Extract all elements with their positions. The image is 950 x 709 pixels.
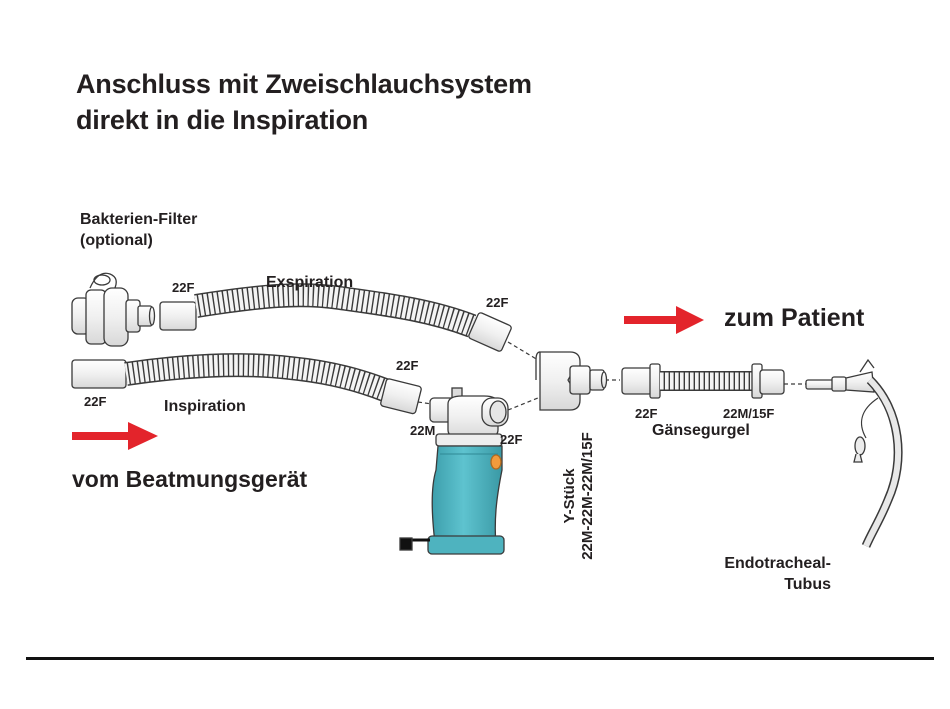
inspiration-22f-right: 22F	[396, 358, 418, 373]
tubus-label: Endotracheal- Tubus	[707, 553, 831, 595]
gaensegurgel-label: Gänsegurgel	[652, 422, 750, 440]
vom-beatmungsgeraet-label: vom Beatmungsgerät	[72, 466, 307, 493]
bacterial-filter	[72, 273, 155, 346]
y-piece-label: Y-Stück 22M-22M-22M/15F	[561, 416, 597, 576]
arrow-zum-patient-icon	[624, 306, 704, 334]
tubus-label-line-1: Endotracheal-	[707, 553, 831, 574]
bottom-divider	[26, 657, 934, 660]
exspiration-22f-left: 22F	[172, 280, 194, 295]
y-piece-label-line-2: 22M-22M-22M/15F	[579, 416, 597, 576]
filter-label: Bakterien-Filter (optional)	[80, 209, 197, 251]
arrow-vom-geraet-icon	[72, 422, 158, 450]
humidifier-22f-label: 22F	[500, 432, 522, 447]
inspiration-22f-left: 22F	[84, 394, 106, 409]
zum-patient-label: zum Patient	[724, 304, 864, 333]
gooseneck	[622, 364, 784, 398]
inspiration-hose	[72, 360, 422, 414]
filter-label-line-2: (optional)	[80, 230, 197, 251]
humidifier-22m-label: 22M	[410, 423, 435, 438]
inspiration-label: Inspiration	[164, 398, 246, 416]
gooseneck-22m15f-label: 22M/15F	[723, 406, 774, 421]
gooseneck-22f-label: 22F	[635, 406, 657, 421]
humidifier-chamber	[400, 388, 508, 554]
y-piece	[536, 352, 607, 410]
y-piece-label-line-1: Y-Stück	[561, 416, 579, 576]
endotracheal-tube	[806, 360, 898, 546]
exspiration-label: Exspiration	[266, 274, 353, 292]
exspiration-hose	[160, 295, 512, 352]
filter-label-line-1: Bakterien-Filter	[80, 209, 197, 230]
exspiration-22f-right: 22F	[486, 295, 508, 310]
tubus-label-line-2: Tubus	[707, 574, 831, 595]
